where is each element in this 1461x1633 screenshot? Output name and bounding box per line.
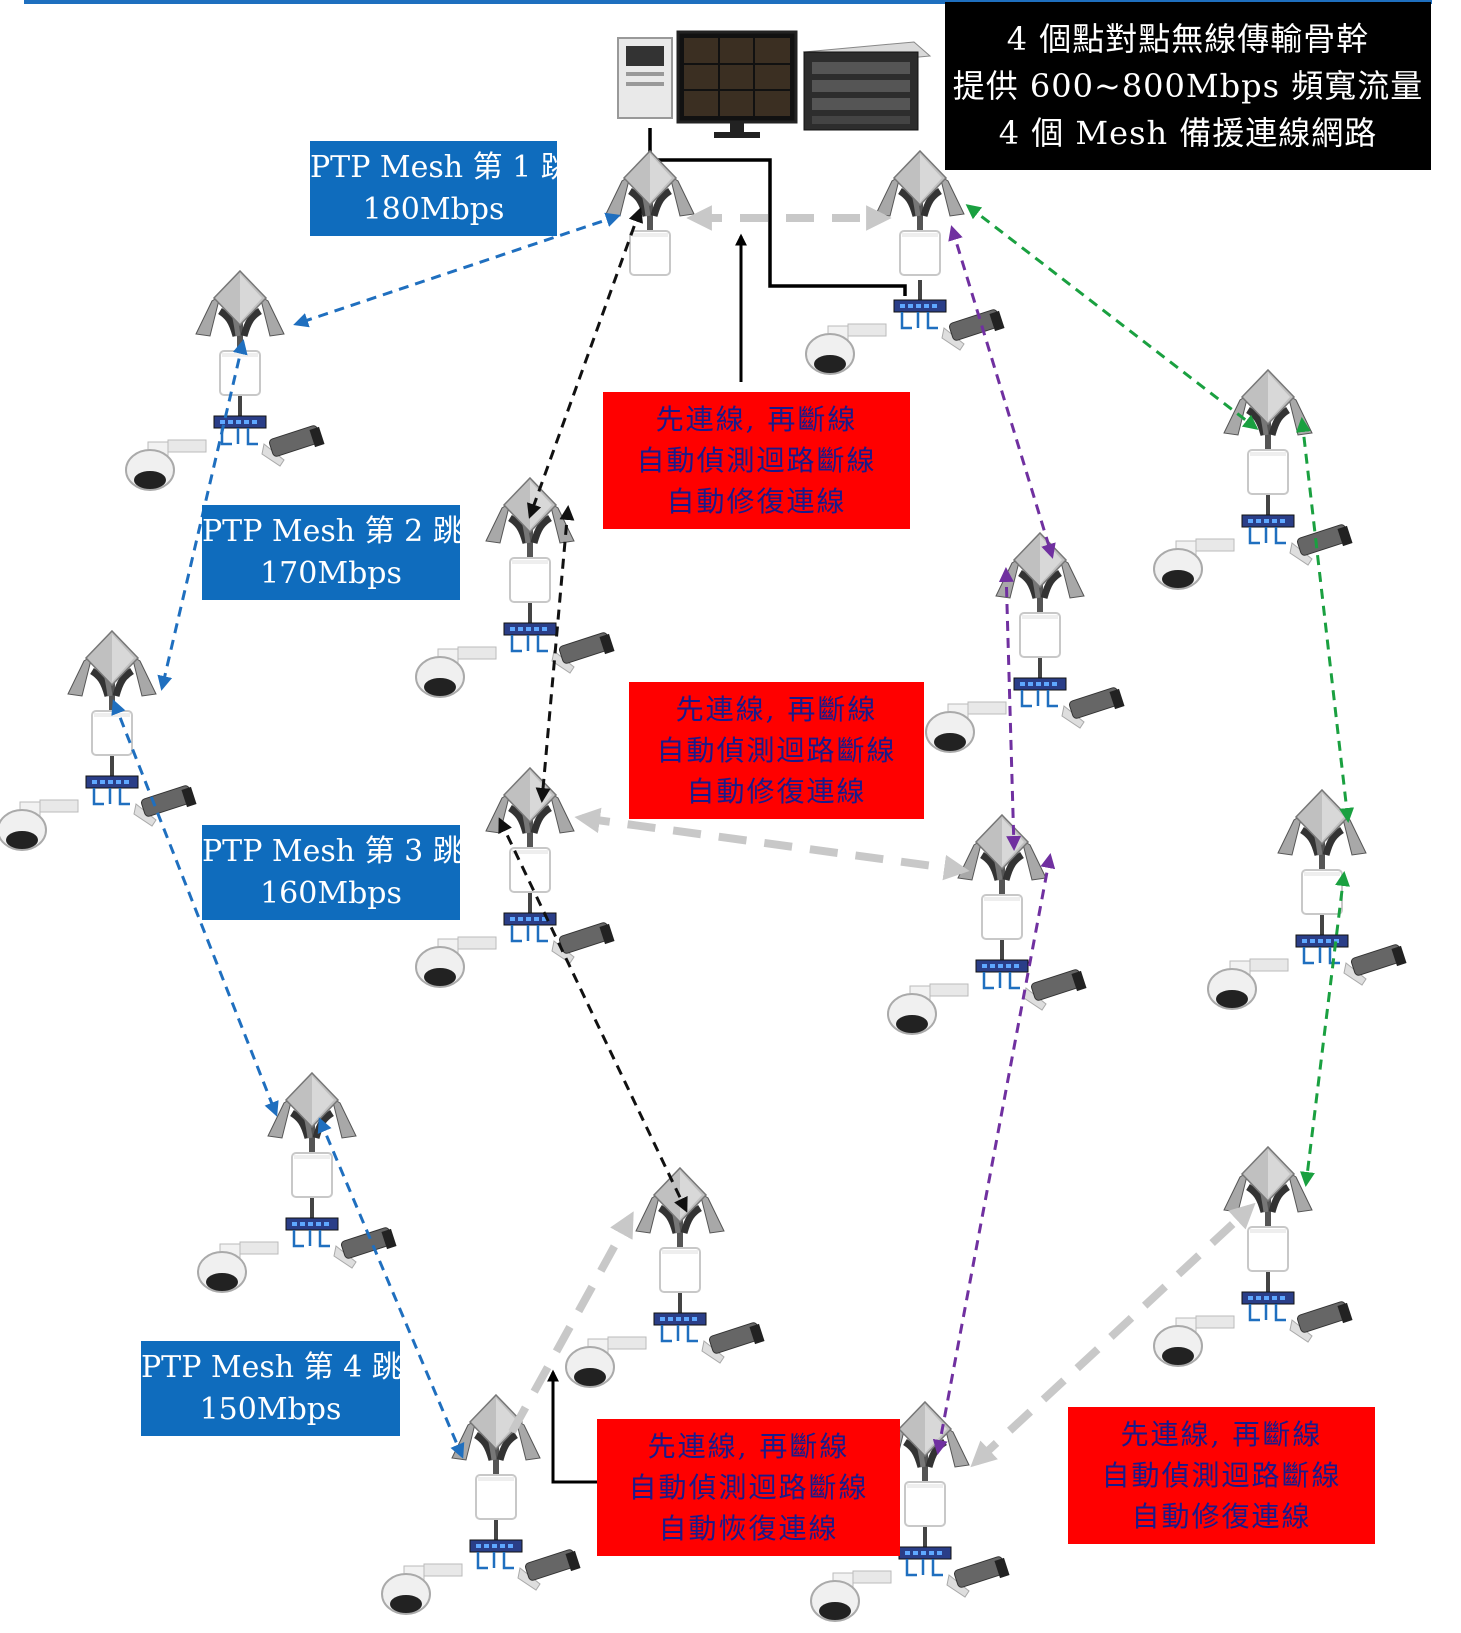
radio-node (636, 1168, 724, 1292)
hop-speed: 170Mbps (260, 555, 402, 591)
note-line-1: 先連線, 再斷線 (647, 1430, 850, 1463)
control-center (616, 30, 932, 140)
radio-node (1224, 1147, 1312, 1271)
note-line-2: 自動偵測迴路斷線 (636, 444, 877, 477)
note-line-2: 自動偵測迴路斷線 (656, 734, 897, 767)
hop-title: PTP Mesh 第 2 跳 (202, 513, 463, 549)
radio-node (196, 271, 284, 395)
mesh-chain-black (498, 207, 688, 1213)
radio-node (68, 631, 156, 755)
radio-node (1278, 790, 1366, 914)
note-line-3: 自動修復連線 (1131, 1500, 1312, 1533)
hop-title: PTP Mesh 第 4 跳 (141, 1349, 402, 1385)
radio-node (486, 768, 574, 892)
summary-line-2: 提供 600~800Mbps 頻寬流量 (952, 66, 1424, 105)
failover-note-3: 先連線, 再斷線 自動偵測迴路斷線 自動恢復連線 (597, 1419, 900, 1556)
backbone-summary-box: 4 個點對點無線傳輸骨幹 提供 600~800Mbps 頻寬流量 4 個 Mes… (945, 2, 1431, 170)
note-line-1: 先連線, 再斷線 (655, 403, 858, 436)
hop-speed: 150Mbps (199, 1391, 342, 1427)
camera-station (380, 1518, 582, 1616)
summary-line-1: 4 個點對點無線傳輸骨幹 (1006, 19, 1370, 58)
camera-station (196, 1196, 398, 1294)
note-line-3: 自動修復連線 (666, 485, 847, 518)
radio-node (606, 151, 694, 275)
camera-station (886, 938, 1088, 1036)
radio-node (268, 1073, 356, 1197)
mesh-chain-green (965, 204, 1355, 1187)
hop-label-4: PTP Mesh 第 4 跳 150Mbps (141, 1341, 402, 1436)
note-line-1: 先連線, 再斷線 (1120, 1418, 1323, 1451)
camera-station (1152, 493, 1354, 591)
camera-station (1206, 913, 1408, 1011)
failover-note-1: 先連線, 再斷線 自動偵測迴路斷線 自動修復連線 (603, 392, 910, 529)
camera-station (124, 394, 326, 492)
hop-speed: 160Mbps (260, 875, 402, 911)
top-rule (24, 0, 1432, 4)
hop-title: PTP Mesh 第 3 跳 (202, 833, 463, 869)
hop-label-1: PTP Mesh 第 1 跳 180Mbps (310, 141, 571, 236)
note-line-3: 自動恢復連線 (658, 1512, 839, 1545)
note-line-2: 自動偵測迴路斷線 (1101, 1459, 1342, 1492)
hop-title: PTP Mesh 第 1 跳 (310, 149, 571, 185)
hop-label-3: PTP Mesh 第 3 跳 160Mbps (202, 825, 463, 920)
camera-station (564, 1291, 766, 1389)
failover-note-2: 先連線, 再斷線 自動偵測迴路斷線 自動修復連線 (629, 682, 924, 819)
failover-note-4: 先連線, 再斷線 自動偵測迴路斷線 自動修復連線 (1068, 1407, 1375, 1544)
radio-node (452, 1395, 540, 1519)
note-line-2: 自動偵測迴路斷線 (628, 1471, 869, 1504)
radio-node (958, 815, 1046, 939)
hop-label-2: PTP Mesh 第 2 跳 170Mbps (202, 505, 463, 600)
note-pointers (547, 233, 747, 1484)
note-line-1: 先連線, 再斷線 (675, 693, 878, 726)
camera-station (1152, 1270, 1354, 1368)
summary-line-3: 4 個 Mesh 備援連線網路 (998, 113, 1378, 152)
camera-station (924, 656, 1126, 754)
radio-node (1224, 370, 1312, 494)
hop-speed: 180Mbps (362, 191, 505, 227)
camera-station (414, 601, 616, 699)
backup-links (508, 205, 1256, 1468)
note-line-3: 自動修復連線 (686, 775, 867, 808)
